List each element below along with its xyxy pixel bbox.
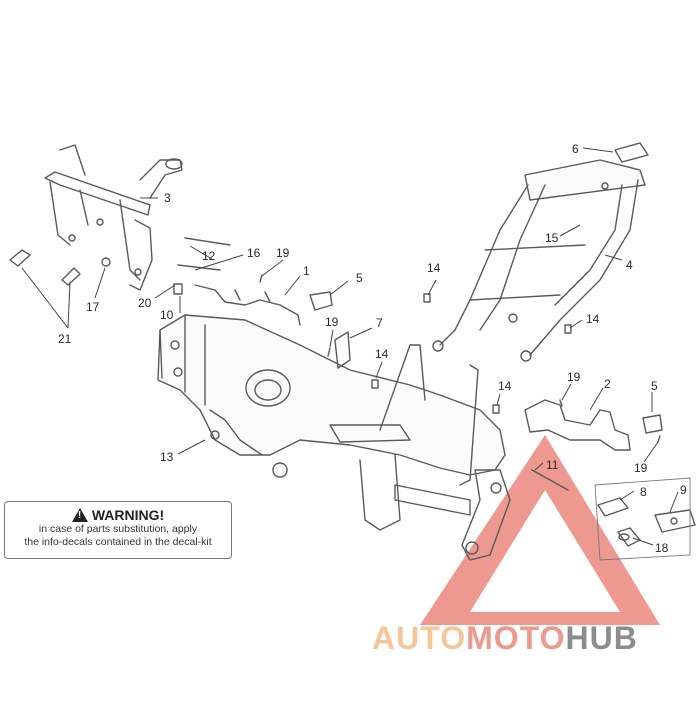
rear-subframe-part [432, 159, 646, 362]
leader-lines [21, 147, 679, 546]
watermark-logo-triangle [420, 435, 660, 625]
bracket-2-part [524, 399, 631, 451]
watermark-part-3: HUB [565, 620, 638, 656]
callout-label: 21 [58, 332, 72, 346]
callout-label: 12 [202, 249, 216, 263]
callout-label: 19 [325, 315, 339, 329]
callout-label: 15 [545, 231, 559, 245]
callout-label: 14 [498, 379, 512, 393]
watermark-part-2: MOTO [466, 620, 566, 656]
clip-5-part [309, 291, 663, 434]
callout-label: 1 [303, 264, 310, 278]
warning-notice: ! WARNING! in case of parts substitution… [4, 501, 232, 559]
callout-label: 14 [586, 312, 600, 326]
callout-label: 19 [276, 246, 290, 260]
callout-label: 13 [160, 450, 174, 464]
bolt-parts [101, 237, 661, 491]
callout-label: 18 [655, 541, 669, 555]
callout-label: 11 [546, 458, 559, 472]
warning-title: WARNING! [91, 507, 165, 523]
callout-label: 17 [86, 300, 100, 314]
watermark-part-1: AUTO [372, 620, 467, 656]
callout-label: 7 [376, 316, 383, 330]
detail-inset-box [594, 477, 691, 561]
watermark-brand: AUTOMOTOHUB [372, 620, 638, 657]
retainer-21-part [9, 249, 81, 286]
main-frame-part [157, 314, 511, 561]
warning-line-2: the info-decals contained in the decal-k… [24, 536, 212, 548]
strap-7-part [334, 331, 351, 369]
callout-label: 20 [138, 296, 152, 310]
callout-label: 2 [604, 377, 611, 391]
callout-label: 5 [651, 379, 658, 393]
callout-label: 19 [634, 461, 648, 475]
callout-label: 3 [164, 191, 171, 205]
front-bracket-part [44, 144, 183, 291]
callout-label: 6 [572, 142, 579, 156]
callout-label: 19 [567, 370, 581, 384]
warning-title-row: ! WARNING! [5, 507, 231, 523]
callout-label: 10 [160, 308, 174, 322]
pad-9-part [654, 509, 696, 533]
plate-6-part [614, 142, 649, 163]
callout-label: 4 [626, 258, 633, 272]
callout-label: 14 [375, 347, 389, 361]
bracket-1-part [194, 284, 301, 326]
callout-label: 14 [427, 261, 441, 275]
callout-label: 9 [680, 483, 687, 497]
warning-line-1: in case of parts substitution, apply [38, 523, 198, 535]
rubber-18-part [617, 527, 641, 547]
callout-label: 8 [640, 485, 647, 499]
clip-8-part [597, 497, 629, 517]
warning-triangle-icon: ! [71, 508, 88, 522]
callout-label: 16 [247, 246, 261, 260]
callout-labels: 1 2 3 4 5 5 6 7 8 9 10 11 12 13 14 14 14… [58, 142, 687, 555]
callout-label: 5 [356, 271, 363, 285]
